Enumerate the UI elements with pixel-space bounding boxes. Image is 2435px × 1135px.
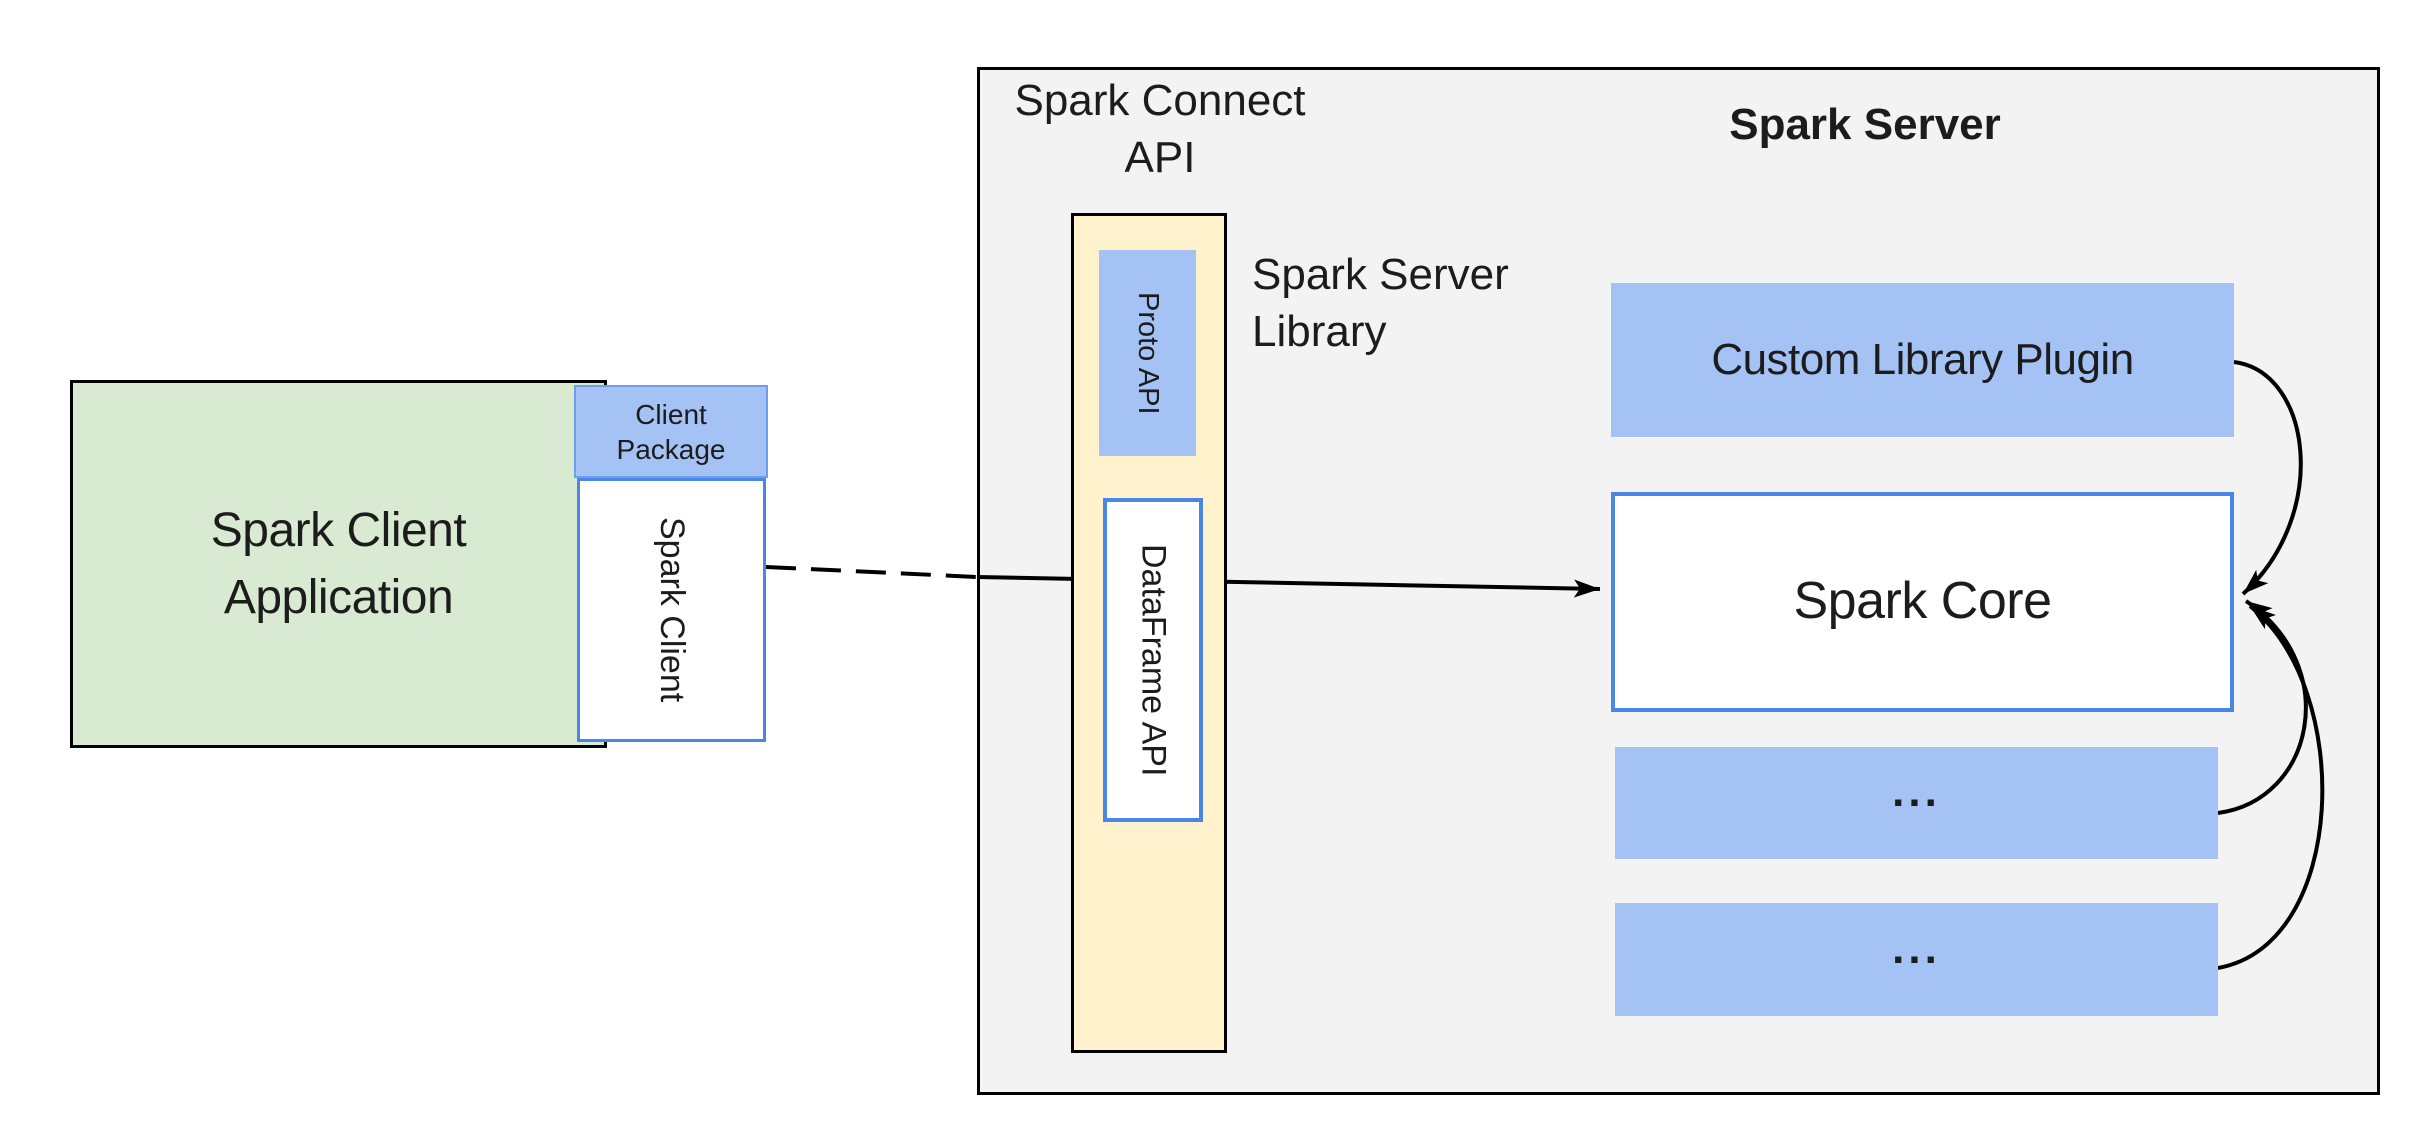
dataframe-api-label: DataFrame API: [1134, 543, 1173, 777]
placeholder-box-1-label: ...: [1892, 767, 1941, 816]
custom-library-plugin-label: Custom Library Plugin: [1711, 335, 2134, 385]
spark-client-application-box: Spark Client Application: [70, 380, 607, 748]
spark-server-library-label: Spark Server Library: [1252, 250, 1509, 357]
spark-connect-api-label: Spark Connect API: [1014, 76, 1306, 183]
spark-client-box: Spark Client: [577, 478, 766, 742]
spark-server-title: Spark Server: [1729, 100, 2001, 149]
placeholder-box-1: ...: [1615, 747, 2218, 859]
spark-core-label: Spark Core: [1793, 572, 2053, 631]
placeholder-box-2: ...: [1615, 903, 2218, 1016]
proto-api-label: Proto API: [1132, 291, 1164, 415]
placeholder-box-2-label: ...: [1892, 923, 1941, 973]
spark-client-application-label: Spark Client Application: [210, 503, 467, 624]
client-package-box: Client Package: [574, 385, 768, 478]
spark-core-box: Spark Core: [1611, 492, 2234, 712]
custom-library-plugin-box: Custom Library Plugin: [1611, 283, 2234, 437]
proto-api-box: Proto API: [1099, 250, 1196, 456]
client-package-label: Client Package: [616, 398, 726, 465]
dataframe-api-box: DataFrame API: [1103, 498, 1203, 822]
spark-client-label: Spark Client: [653, 517, 691, 703]
client-to-connect-dashed-line: [765, 565, 978, 579]
